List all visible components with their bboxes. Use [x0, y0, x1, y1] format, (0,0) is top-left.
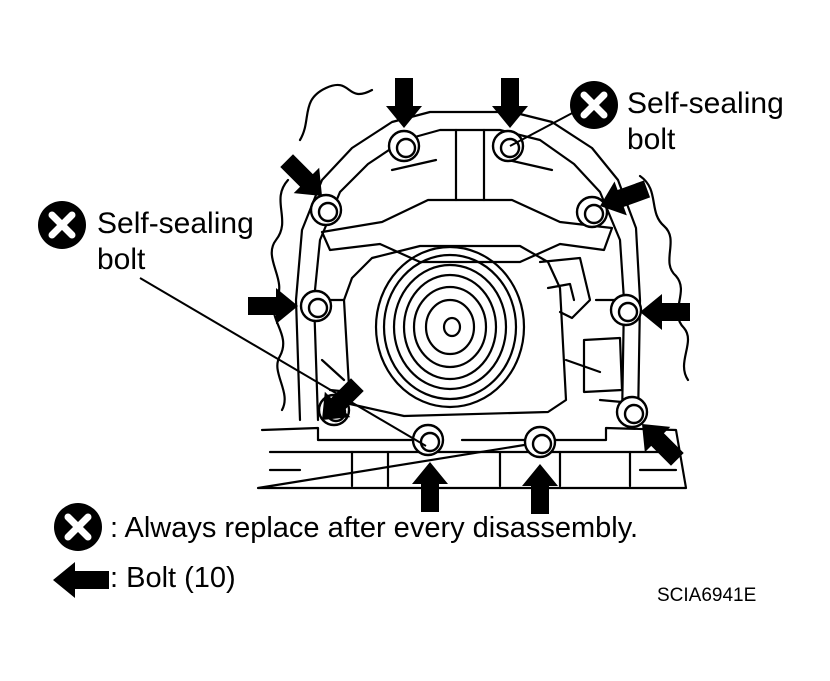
arrow-left-icon: [53, 562, 109, 598]
arrow-icon: [600, 180, 651, 216]
leader-line-left: [139, 277, 427, 447]
self-sealing-bolt-label-right: Self-sealing bolt: [627, 86, 784, 158]
label-line: bolt: [627, 123, 676, 156]
arrow-icon: [280, 154, 322, 196]
leader-lines: [139, 109, 579, 447]
arrow-icon: [412, 462, 448, 512]
bolt: [299, 289, 333, 323]
legend-bolt: : Bolt (10): [110, 562, 236, 594]
arrow-icon: [248, 288, 298, 324]
self-sealing-bolt-label-left: Self-sealing bolt: [97, 206, 254, 278]
bolt: [615, 395, 649, 429]
x-circle-icon: [38, 201, 86, 249]
bolt: [387, 129, 421, 163]
arrow-icon: [492, 78, 528, 128]
bolt: [575, 195, 609, 229]
label-line: Self-sealing: [627, 87, 784, 120]
figure-code: SCIA6941E: [657, 585, 757, 606]
arrow-icon: [386, 78, 422, 128]
legend-always-replace: : Always replace after every disassembly…: [110, 512, 639, 544]
bolt: [523, 425, 557, 459]
bolt-arrows: [248, 78, 690, 514]
x-circle-icon: [570, 81, 618, 129]
bolt: [491, 129, 525, 163]
bolt: [309, 193, 343, 227]
arrow-icon: [642, 424, 684, 466]
water-pump-pulley: [374, 245, 526, 409]
engine-outline: [256, 83, 690, 490]
bolt: [609, 293, 643, 327]
arrow-icon: [640, 294, 690, 330]
label-line: bolt: [97, 243, 146, 276]
arrow-icon: [522, 464, 558, 514]
arrow-icon: [322, 378, 364, 420]
label-line: Self-sealing: [97, 207, 254, 240]
x-circle-icon: [54, 503, 102, 551]
leader-line-right: [509, 109, 579, 147]
